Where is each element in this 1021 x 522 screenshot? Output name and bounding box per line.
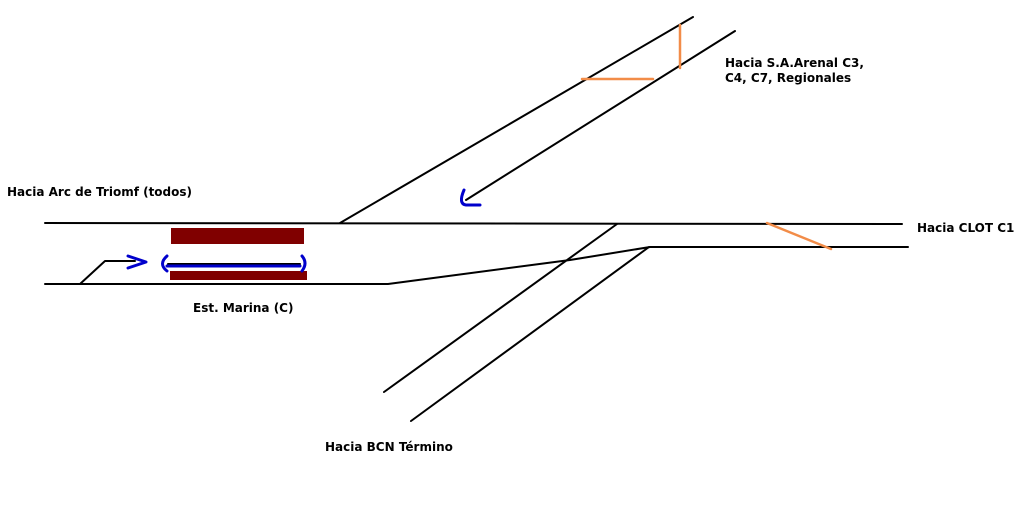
label-arenal-line1: Hacia S.A.Arenal C3,: [725, 56, 864, 70]
platform-upper: [171, 228, 304, 244]
label-hacia-sa-arenal: Hacia S.A.Arenal C3, C4, C7, Regionales: [725, 56, 864, 86]
track-upper-main: [44, 222, 903, 225]
label-hacia-bcn-termino: Hacia BCN Término: [325, 440, 453, 454]
track-arenal-inner: [465, 30, 736, 201]
label-arenal-line2: C4, C7, Regionales: [725, 71, 852, 85]
track-arenal-outer: [339, 16, 694, 224]
route-marks: [126, 188, 482, 273]
route-mark-platform-left: [161, 254, 169, 273]
platforms: [170, 228, 307, 280]
route-mark-siding-arrow: [126, 254, 148, 270]
crossovers: [580, 23, 833, 251]
track-bcn-termino-1: [383, 223, 618, 393]
route-mark-arenal-hook: [459, 188, 482, 207]
track-lower-main: [44, 246, 909, 285]
track-bcn-termino-2: [410, 246, 650, 422]
track-siding-left: [79, 260, 136, 285]
label-hacia-arc-de-triomf: Hacia Arc de Triomf (todos): [7, 185, 193, 199]
label-estacion-marina: Est. Marina (C): [193, 301, 294, 315]
platform-lower: [170, 271, 307, 280]
tracks: [44, 16, 909, 422]
label-hacia-clot: Hacia CLOT C1: [917, 221, 1015, 235]
route-mark-platform-right: [300, 254, 307, 273]
crossover-clot: [765, 221, 833, 251]
